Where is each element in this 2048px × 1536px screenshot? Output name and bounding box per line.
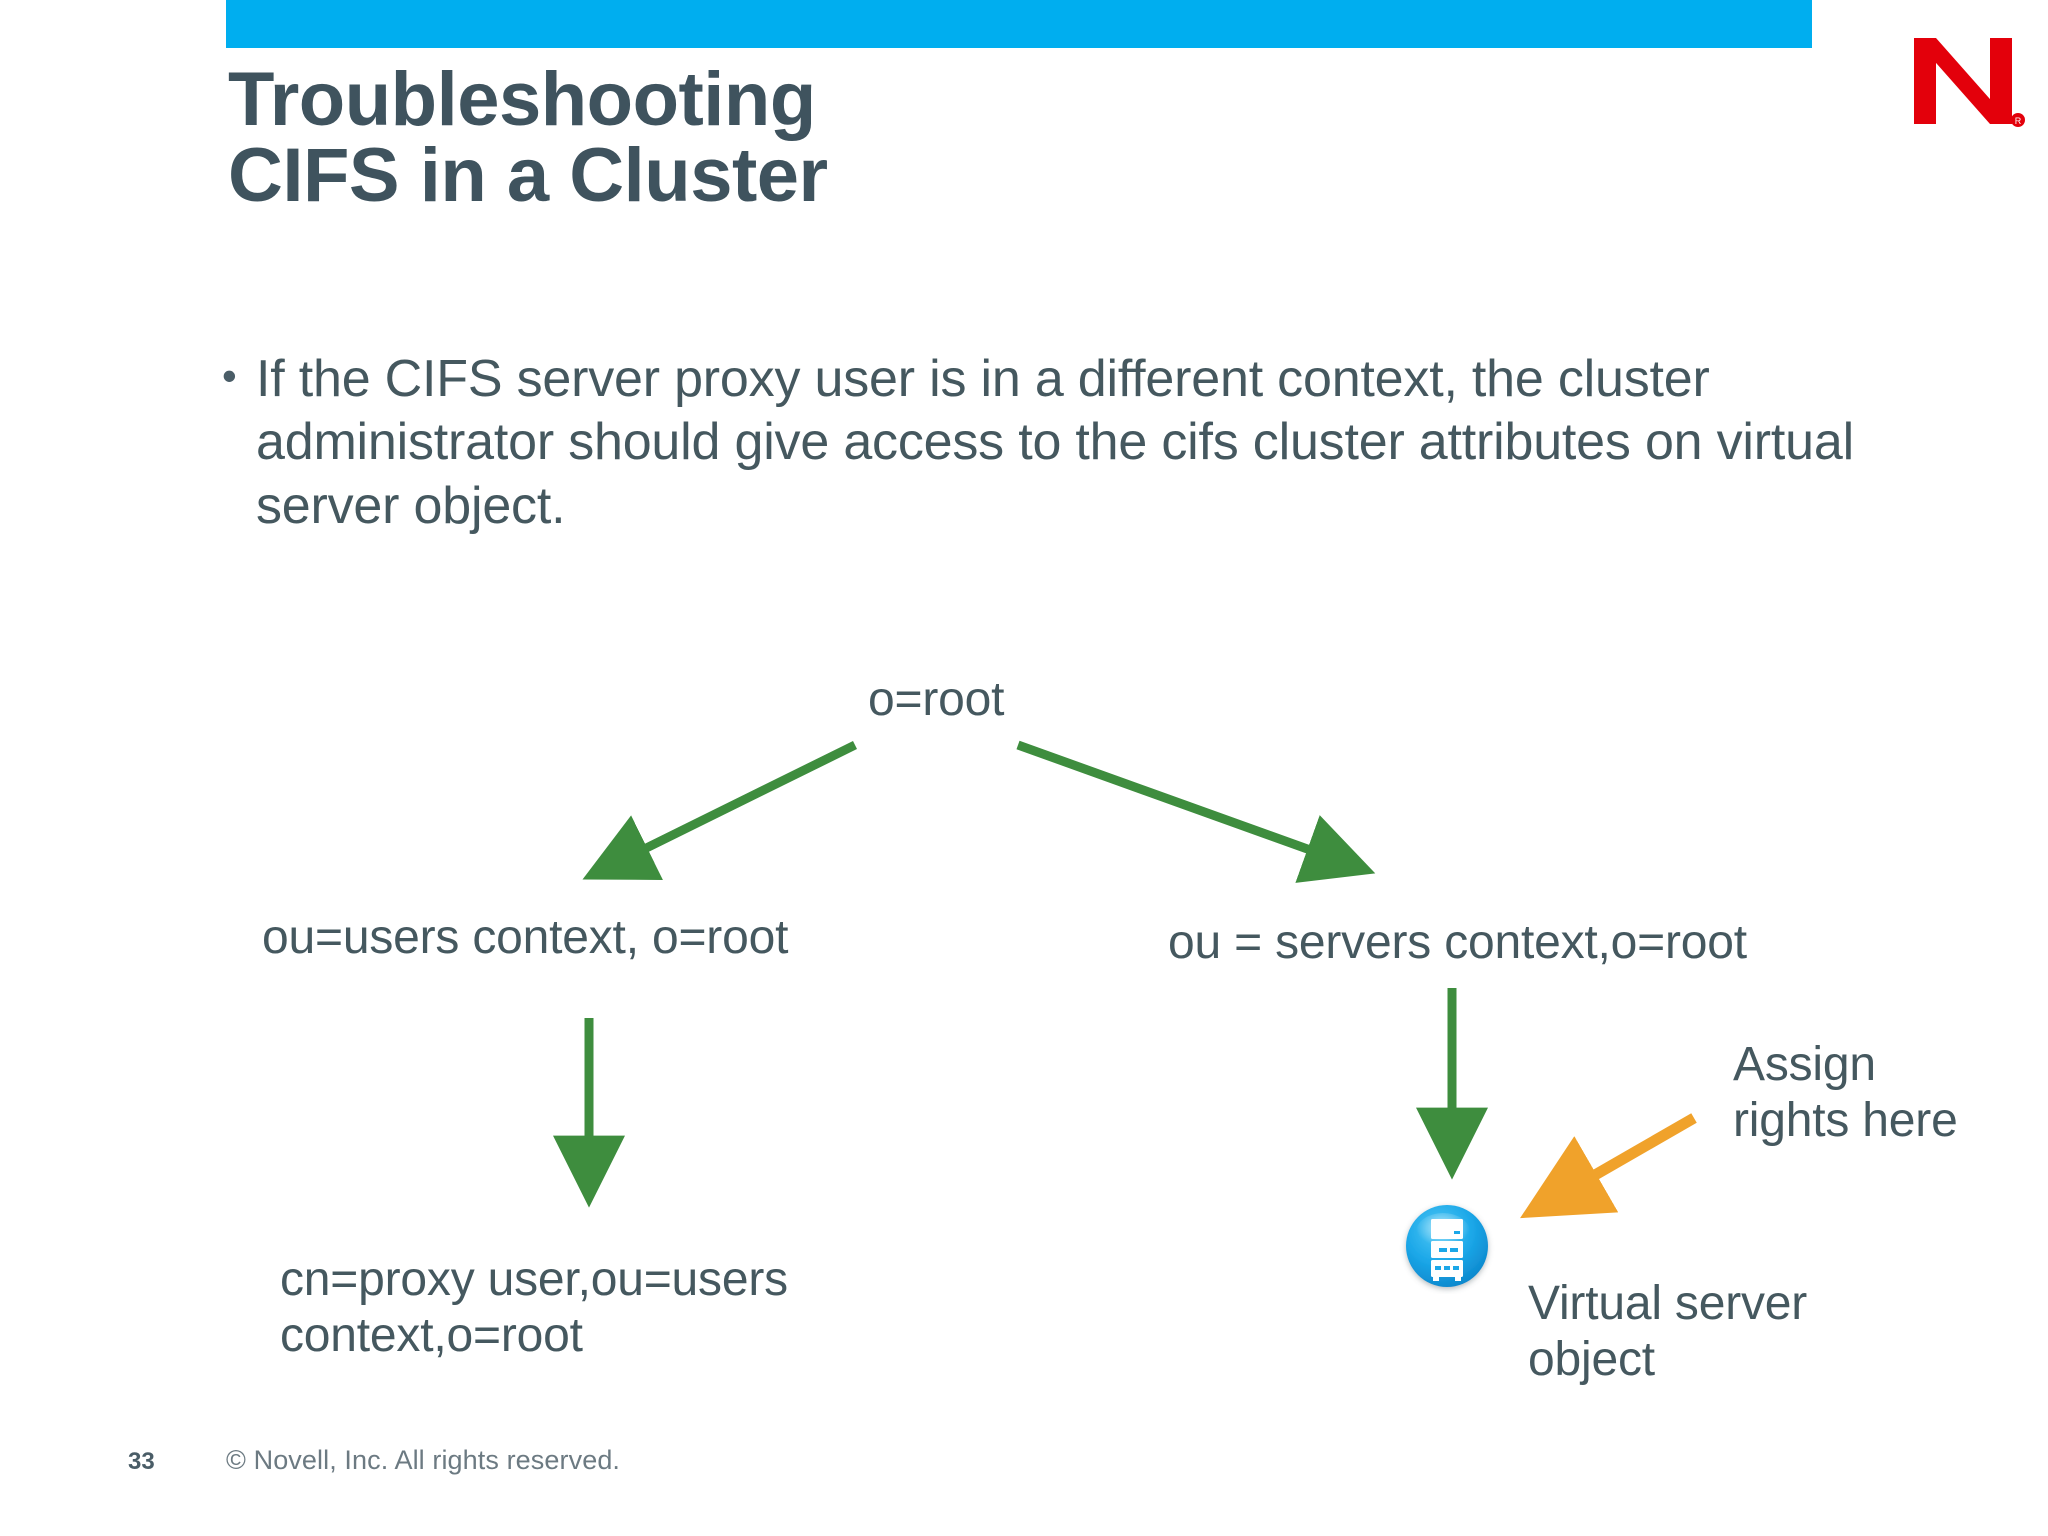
server-rack-icon [1399, 1198, 1495, 1294]
body-content: • If the CIFS server proxy user is in a … [222, 348, 1922, 538]
annotation-assign-rights: Assign rights here [1733, 1038, 1958, 1147]
node-label-servers-context: ou = servers context,o=root [1168, 916, 1747, 969]
page-title-line-2: CIFS in a Cluster [228, 133, 828, 218]
arrow-assign-rights [1520, 1113, 1697, 1219]
annotation-virtual-server-object: Virtual server object [1528, 1277, 1808, 1386]
page-title-line-1: Troubleshooting [228, 57, 816, 142]
node-label-root: o=root [868, 673, 1005, 726]
arrow-root-to-servers [1016, 740, 1376, 883]
node-label-users-context: ou=users context, o=root [262, 911, 789, 964]
registered-trademark-icon: R [2015, 116, 2022, 126]
bullet-dot-icon: • [222, 352, 237, 399]
page-number: 33 [128, 1448, 155, 1475]
arrow-root-to-users [582, 740, 857, 880]
bullet-item: • If the CIFS server proxy user is in a … [222, 348, 1922, 538]
novell-logo: R [1906, 32, 2034, 130]
page-title: Troubleshooting CIFS in a Cluster [228, 62, 1678, 214]
bullet-item-text: If the CIFS server proxy user is in a di… [256, 350, 1854, 535]
node-label-proxy-user: cn=proxy user,ou=users context,o=root [280, 1253, 788, 1362]
copyright-notice: © Novell, Inc. All rights reserved. [226, 1445, 621, 1475]
accent-bar [226, 0, 1812, 48]
